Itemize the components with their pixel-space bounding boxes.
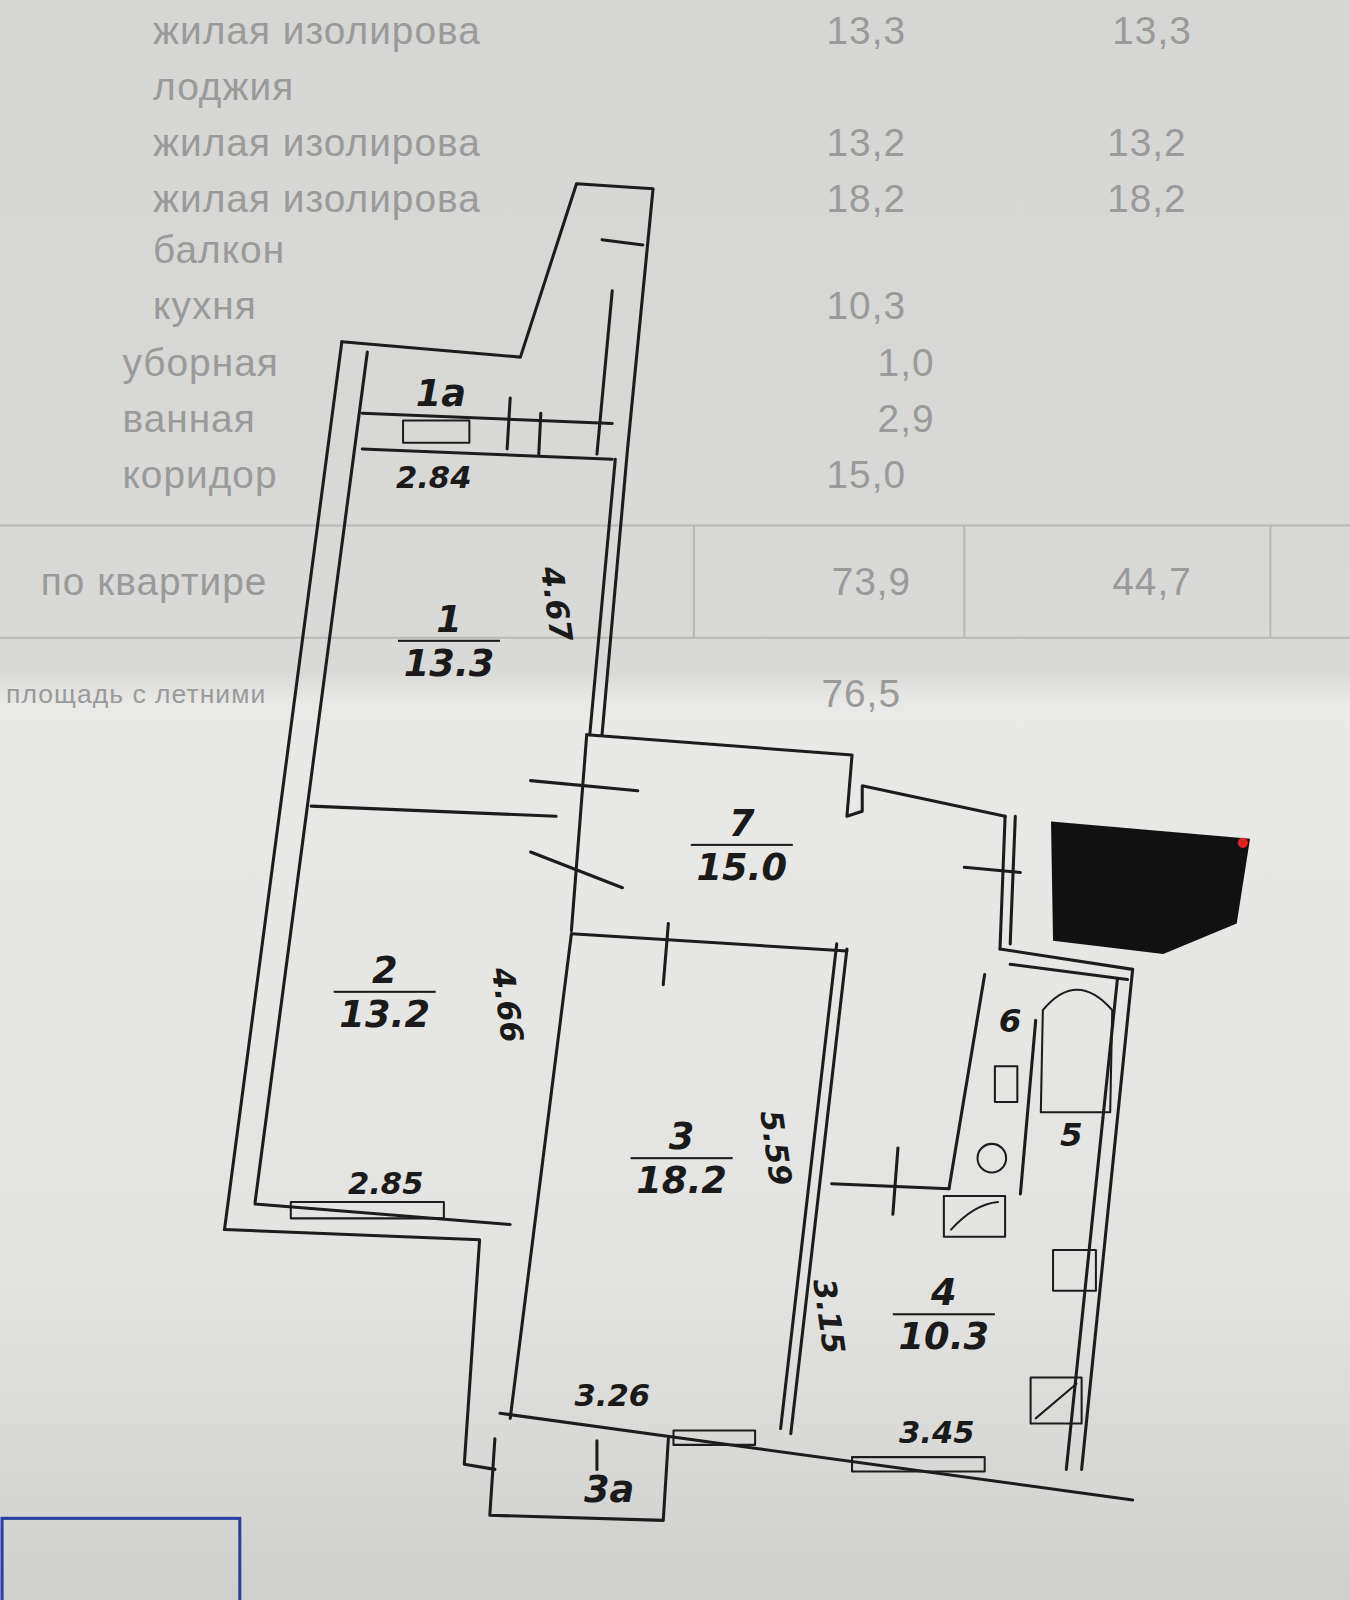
room-number: 5 bbox=[1054, 1116, 1089, 1154]
room-number: 1а bbox=[410, 373, 473, 415]
table-cell: по квартире bbox=[41, 562, 268, 601]
room-number: 1 bbox=[398, 598, 501, 642]
room-number: 3а bbox=[578, 1469, 641, 1511]
table-cell: балкон bbox=[153, 231, 285, 270]
table-cell: жилая изолирова bbox=[153, 123, 481, 162]
table-cell: коридор bbox=[122, 455, 277, 494]
room-number: 2 bbox=[333, 949, 436, 993]
table-cell: 18,2 bbox=[827, 180, 907, 219]
room: 410.3 bbox=[892, 1271, 995, 1358]
table-cell: 44,7 bbox=[1112, 562, 1192, 601]
room: 6 bbox=[993, 1002, 1028, 1040]
table-cell: 13,2 bbox=[827, 123, 907, 162]
dimension-label: 5.59 bbox=[755, 1108, 796, 1187]
table-cell: жилая изолирова bbox=[153, 11, 481, 50]
table-cell: 13,2 bbox=[1107, 123, 1187, 162]
table-cell: жилая изолирова bbox=[153, 180, 481, 219]
table-cell: 13,3 bbox=[827, 11, 907, 50]
dimension-label: 2.84 bbox=[396, 462, 472, 493]
table-cell: 2,9 bbox=[878, 399, 935, 438]
room: 213.2 bbox=[333, 949, 436, 1036]
table-cell: площадь с летними bbox=[6, 681, 266, 708]
room-area: 18.2 bbox=[630, 1159, 733, 1201]
room-number: 6 bbox=[993, 1002, 1028, 1040]
room-number: 4 bbox=[892, 1271, 995, 1315]
room-area: 10.3 bbox=[892, 1315, 995, 1357]
table-cell: 15,0 bbox=[827, 455, 907, 494]
table-cell: 18,2 bbox=[1107, 180, 1187, 219]
table-cell: 1,0 bbox=[878, 343, 935, 382]
dimension-label: 3.15 bbox=[808, 1277, 849, 1356]
room-area: 13.3 bbox=[398, 642, 501, 684]
room-area: 13.2 bbox=[333, 993, 436, 1035]
room: 5 bbox=[1054, 1116, 1089, 1154]
table-cell: 76,5 bbox=[821, 674, 901, 713]
table-cell: уборная bbox=[122, 343, 278, 382]
dimension-label: 4.67 bbox=[536, 565, 577, 644]
table-cell: 13,3 bbox=[1112, 11, 1192, 50]
table-cell: лоджия bbox=[153, 67, 294, 106]
dimension-label: 2.85 bbox=[348, 1168, 424, 1199]
room: 1а bbox=[410, 373, 473, 415]
table-cell: 10,3 bbox=[827, 287, 907, 326]
table-cell: 73,9 bbox=[832, 562, 912, 601]
room-area: 15.0 bbox=[690, 846, 793, 888]
room-number: 3 bbox=[630, 1115, 733, 1159]
room: 3а bbox=[578, 1469, 641, 1511]
dimension-label: 3.26 bbox=[574, 1381, 650, 1412]
dimension-label: 3.45 bbox=[899, 1417, 975, 1448]
room: 113.3 bbox=[398, 598, 501, 685]
table-cell: кухня bbox=[153, 287, 257, 326]
dimension-label: 4.66 bbox=[487, 966, 528, 1045]
room: 318.2 bbox=[630, 1115, 733, 1202]
room-number: 7 bbox=[690, 802, 793, 846]
table-cell: ванная bbox=[122, 399, 255, 438]
room: 715.0 bbox=[690, 802, 793, 889]
